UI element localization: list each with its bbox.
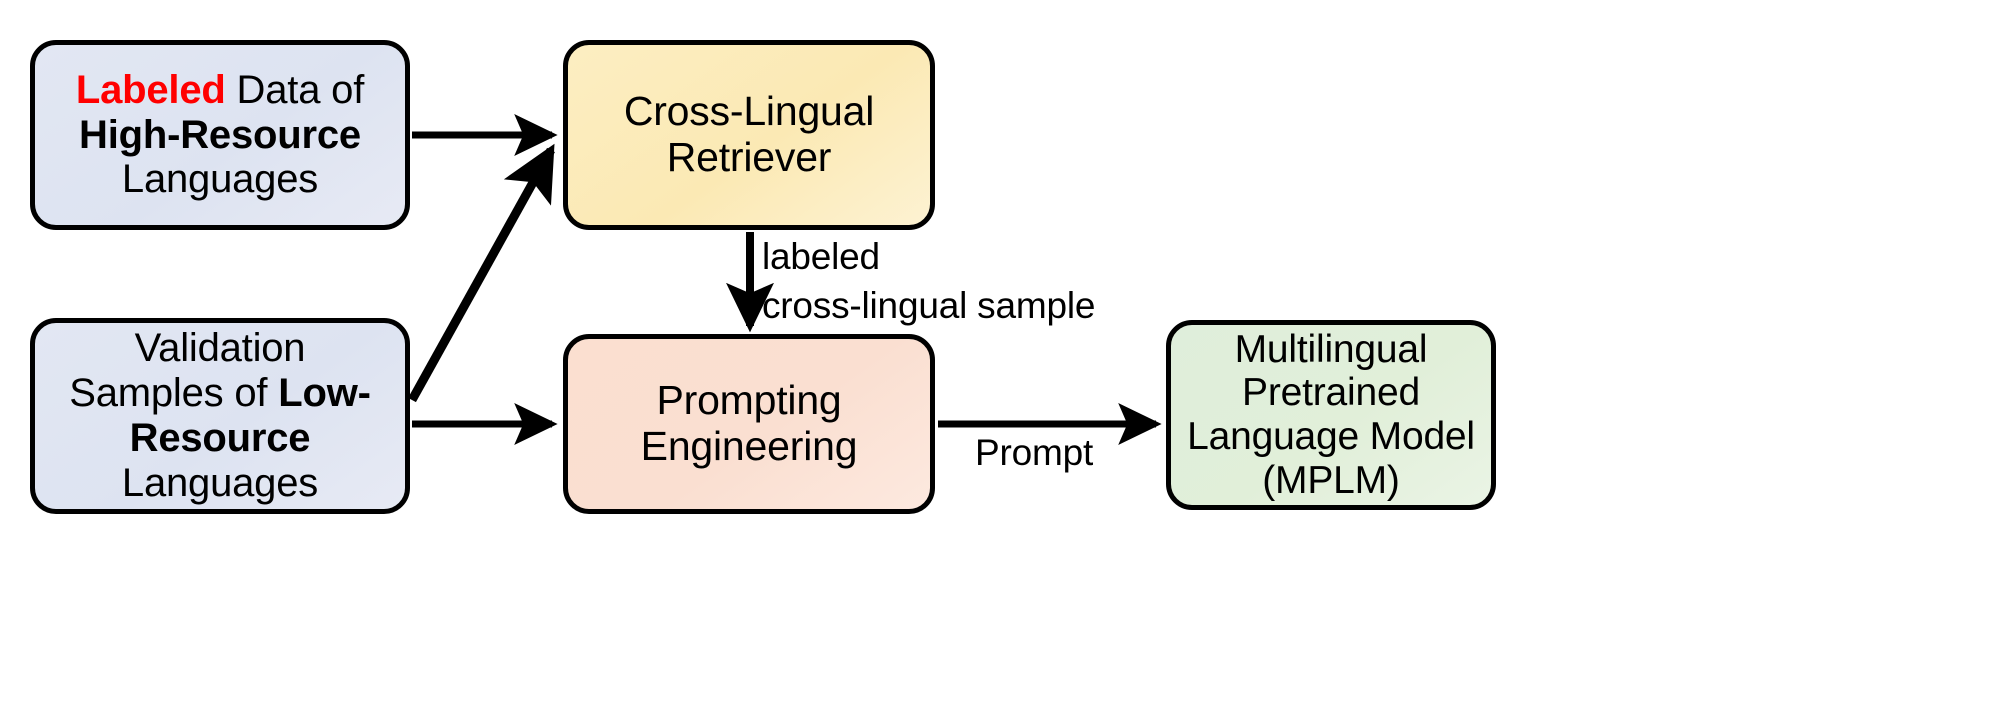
node-cross-lingual-retriever[interactable]: Cross-Lingual Retriever (563, 40, 935, 230)
node-line: Prompting (656, 377, 842, 424)
edge-label-cross-lingual-sample: cross-lingual sample (762, 285, 1096, 326)
node-line-part: Languages (121, 460, 319, 505)
arrow-low-resource-to-retriever (408, 143, 555, 403)
node-line-part: Resource (129, 416, 311, 460)
node-line-part: High-Resource (79, 112, 361, 157)
edge-label-prompt: Prompt (975, 432, 1094, 473)
node-label-group: Cross-Lingual Retriever (568, 88, 930, 181)
node-prompting-engineering[interactable]: Prompting Engineering (563, 334, 935, 514)
node-line: Multilingual (1234, 327, 1428, 371)
node-line: Languages (41, 157, 399, 202)
node-line: Pretrained (1242, 371, 1420, 415)
node-line-part: Validation (134, 326, 306, 371)
node-line-part: Low- (278, 371, 371, 416)
node-line: Resource (41, 416, 399, 461)
node-multilingual-pretrained-language-model[interactable]: Multilingual Pretrained Language Model (… (1166, 320, 1496, 510)
edge-label-labeled: labeled (762, 236, 880, 277)
node-label-group: Labeled Data of High-Resource Languages (35, 68, 405, 202)
node-line: Cross-Lingual (623, 88, 875, 135)
node-validation-samples-low-resource[interactable]: Validation Samples of Low- Resource Lang… (30, 318, 410, 514)
node-line-part: Data of (225, 67, 365, 112)
node-line: Validation (41, 326, 399, 371)
node-line: (MPLM) (1262, 458, 1400, 502)
node-line: Engineering (640, 423, 858, 469)
node-labeled-data-high-resource[interactable]: Labeled Data of High-Resource Languages (30, 40, 410, 230)
node-label-group: Multilingual Pretrained Language Model (… (1171, 328, 1491, 503)
node-line: High-Resource (41, 113, 399, 158)
node-line: Labeled Data of (41, 68, 399, 113)
node-line-part: Languages (121, 157, 319, 202)
node-line: Languages (41, 461, 399, 506)
node-line-part: Samples of (69, 371, 279, 416)
node-label-group: Prompting Engineering (568, 377, 930, 470)
node-line: Language Model (1187, 415, 1475, 458)
node-label-group: Validation Samples of Low- Resource Lang… (35, 326, 405, 505)
node-line: Samples of Low- (41, 371, 399, 416)
node-line: Retriever (666, 134, 832, 180)
node-line-part-highlight: Labeled (75, 67, 226, 112)
